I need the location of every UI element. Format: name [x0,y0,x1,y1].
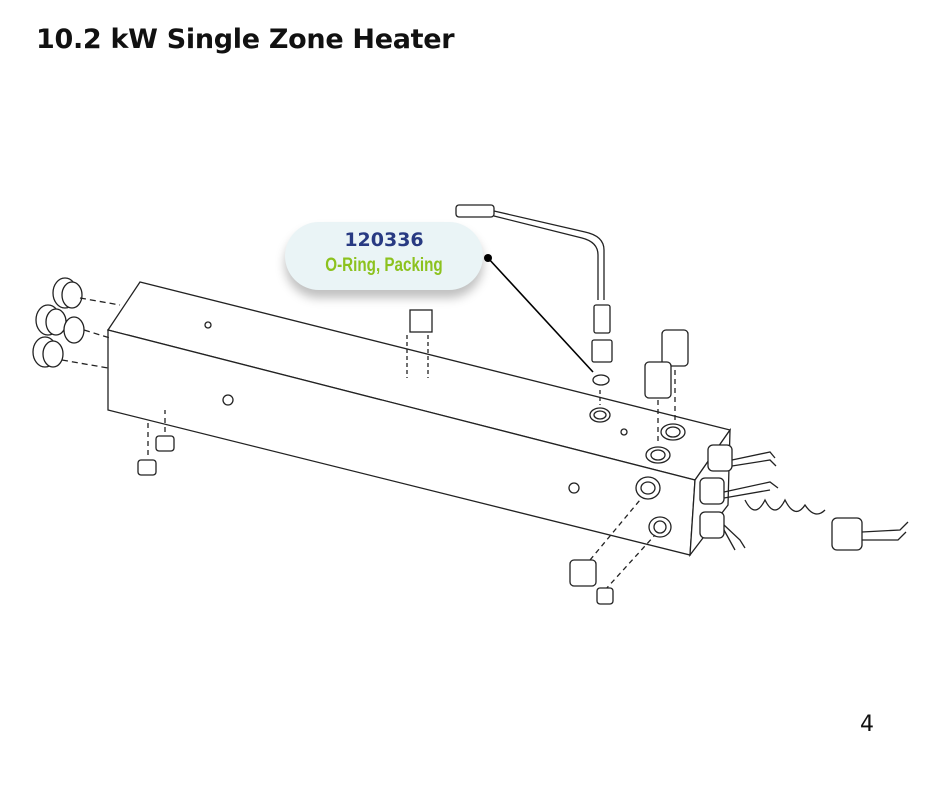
part-callout: 120336 O-Ring, Packing [285,222,483,290]
fittings-right [406,309,689,445]
sensor-probe [455,204,613,405]
part-name: O-Ring, Packing [325,255,443,276]
page-number: 4 [860,712,874,737]
heater-block [106,281,732,558]
heating-elements [699,444,909,551]
callout-leader [484,254,594,373]
end-caps-left [32,277,121,369]
page-title: 10.2 kW Single Zone Heater [36,24,455,55]
part-number: 120336 [344,229,424,251]
bottom-plugs [137,410,656,605]
